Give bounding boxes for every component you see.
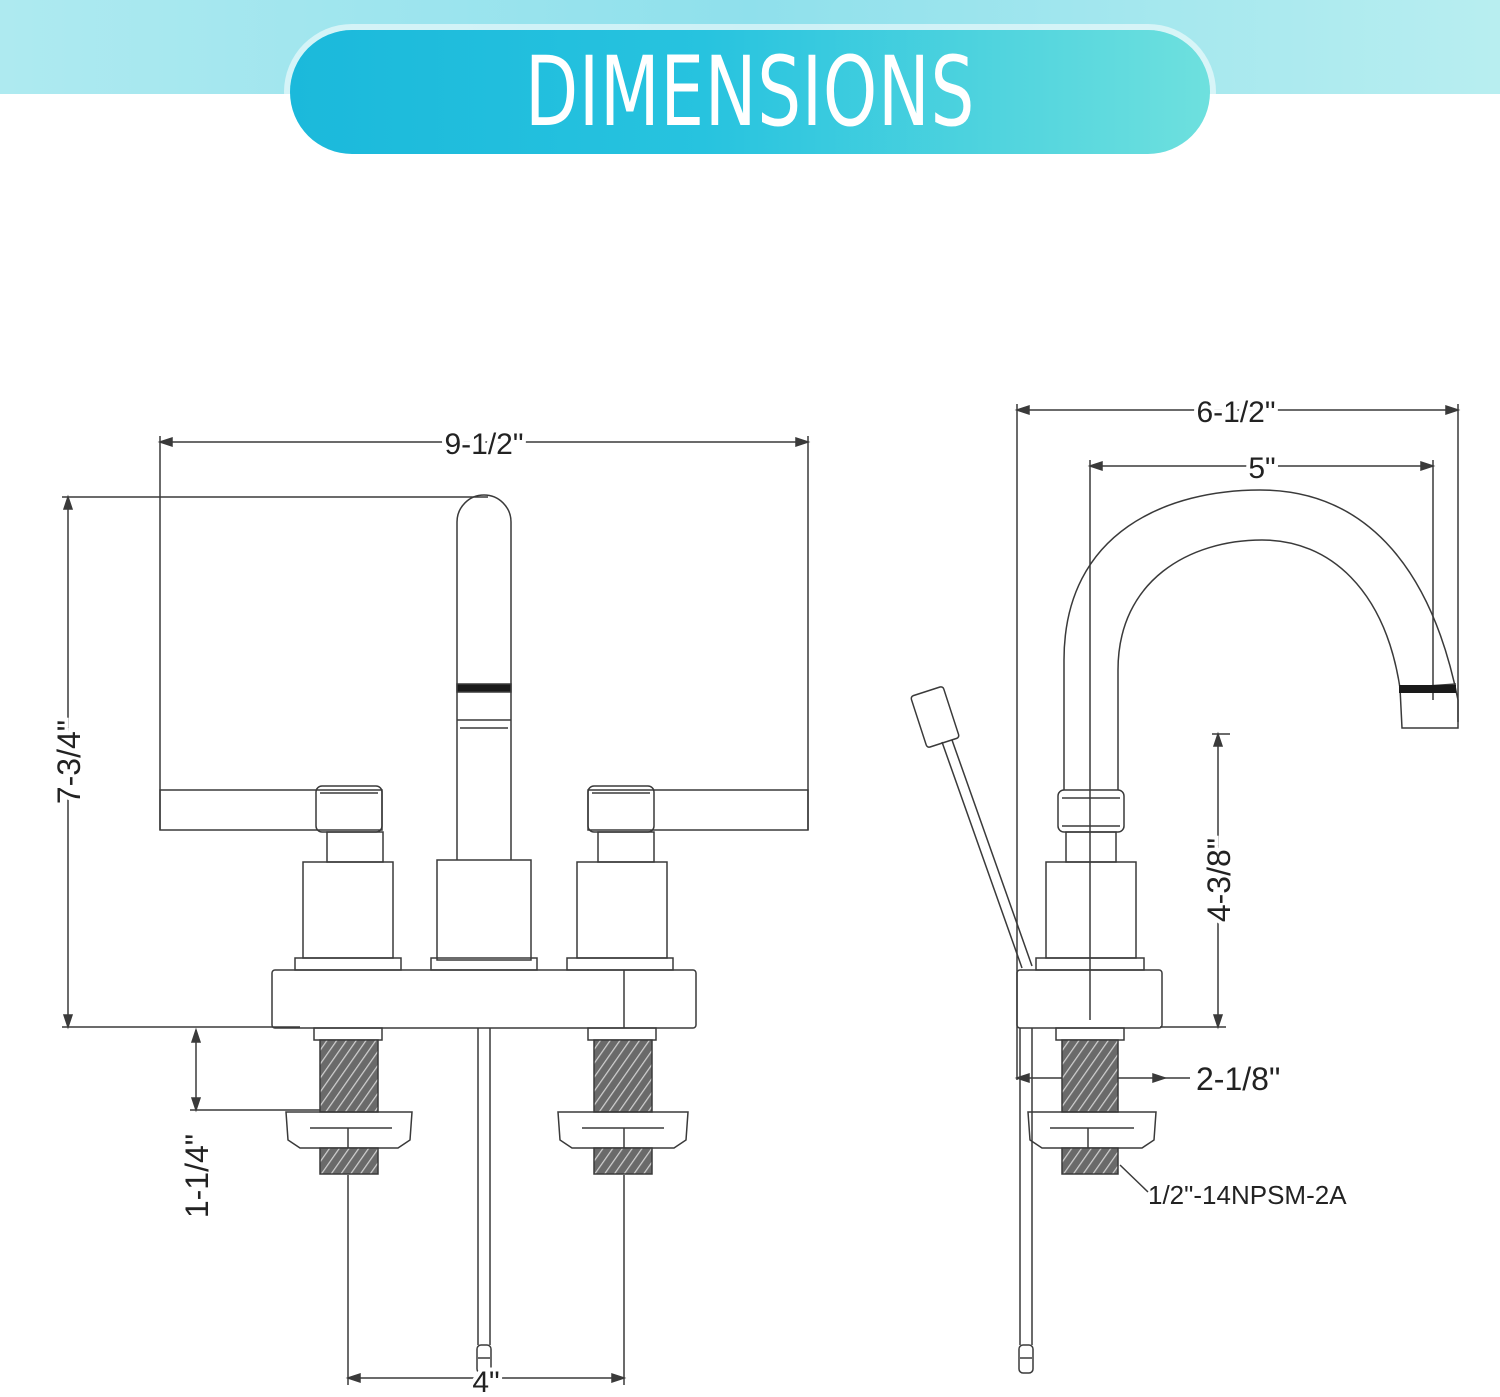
center-spacing-label: 4" (472, 1366, 499, 1397)
spout-height-label: 4-3/8" (1201, 838, 1237, 922)
overall-height-label: 7-3/4" (51, 720, 87, 804)
side-view (910, 404, 1461, 1374)
front-view (62, 436, 811, 1385)
overall-width-label: 9-1/2" (444, 428, 523, 461)
thread-spec-label: 1/2"-14NPSM-2A (1148, 1180, 1347, 1210)
banner-title: DIMENSIONS (524, 36, 976, 148)
spout-reach-label: 5" (1248, 452, 1275, 485)
overall-depth-label: 6-1/2" (1196, 396, 1275, 429)
dimensions-banner: DIMENSIONS (290, 30, 1210, 154)
base-depth-label: 2-1/8" (1196, 1061, 1280, 1097)
shank-length-label: 1-1/4" (179, 1134, 215, 1218)
